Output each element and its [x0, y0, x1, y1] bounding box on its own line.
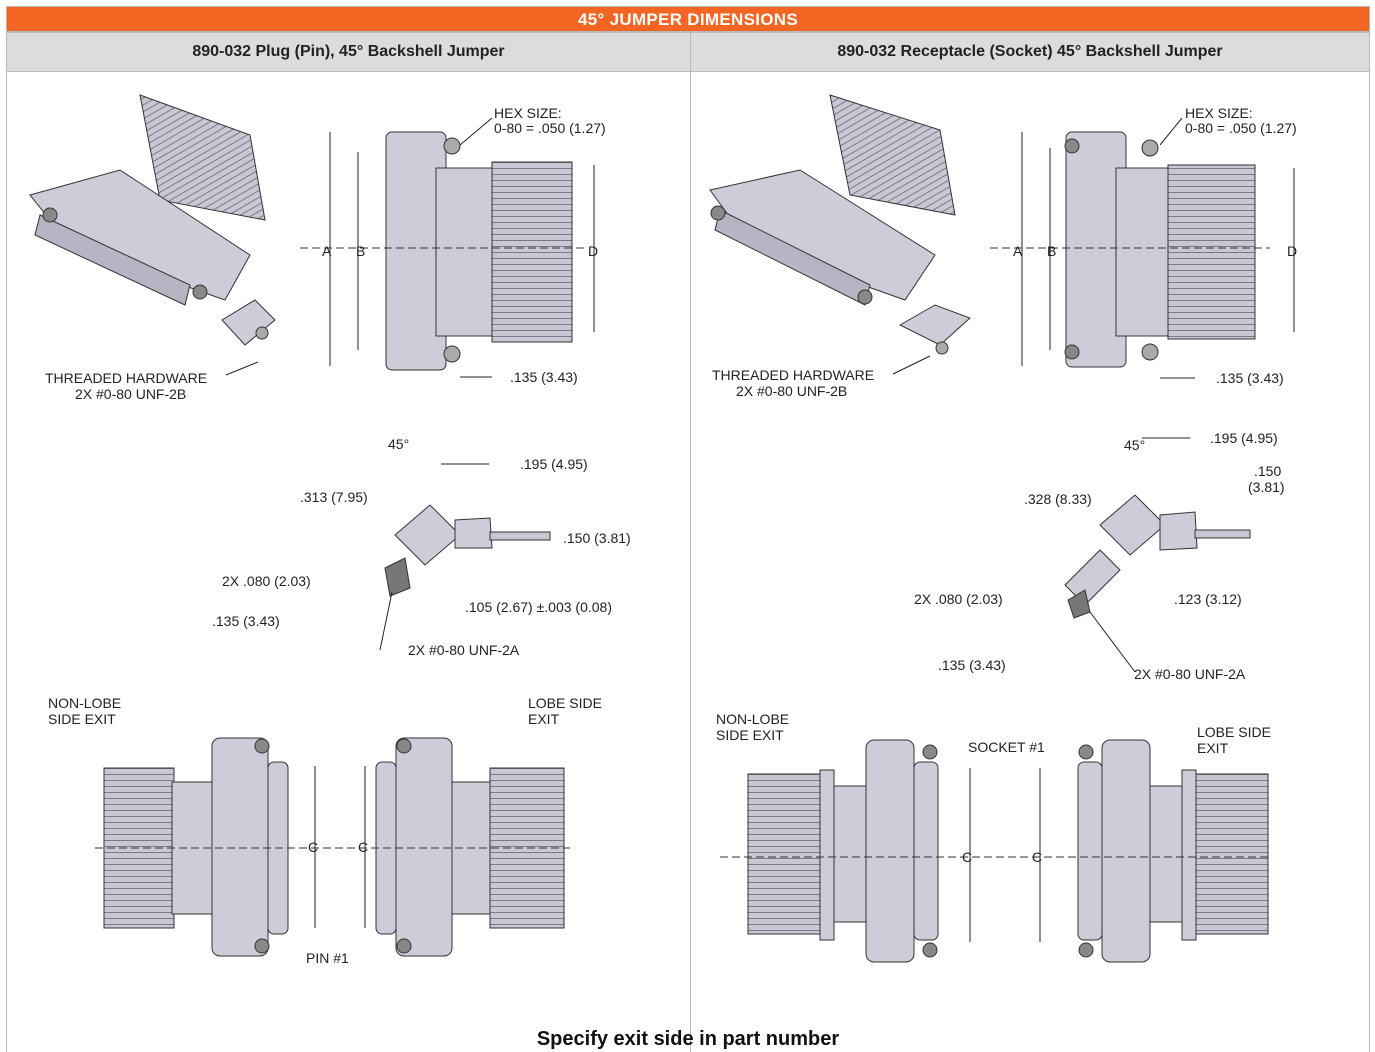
- right-thread-2a: 2X #0-80 UNF-2A: [1134, 666, 1246, 682]
- left-front-view: [300, 131, 585, 371]
- right-column-heading: 890-032 Receptacle (Socket) 45° Backshel…: [690, 32, 1370, 72]
- left-dim-b: B: [356, 243, 365, 259]
- right-dim-150a: .150: [1254, 463, 1281, 479]
- footer-note: Specify exit side in part number: [536, 1028, 840, 1050]
- left-dim-c2: C: [358, 839, 368, 855]
- right-dim-d: D: [1287, 243, 1297, 259]
- right-thread-2a-leader: [1089, 611, 1136, 673]
- left-hex-size-value: 0-80 = .050 (1.27): [494, 120, 606, 136]
- left-dim-a: A: [322, 243, 332, 259]
- left-side-view: [384, 504, 551, 597]
- right-angle-label: 45°: [1124, 437, 1145, 453]
- right-bottom-views: [720, 739, 1270, 963]
- left-threaded-hw-label-1: THREADED HARDWARE: [45, 370, 207, 386]
- left-non-lobe-1: NON-LOBE: [48, 695, 121, 711]
- right-dim-c2: C: [1032, 849, 1042, 865]
- left-lobe-2: EXIT: [528, 711, 560, 727]
- left-dim-d: D: [588, 243, 598, 259]
- left-non-lobe-2: SIDE EXIT: [48, 711, 116, 727]
- right-iso-connector: [709, 94, 971, 355]
- right-threaded-hw-label-1: THREADED HARDWARE: [712, 367, 874, 383]
- right-hex-size-label: HEX SIZE:: [1185, 105, 1253, 121]
- left-thread-2a: 2X #0-80 UNF-2A: [408, 642, 520, 658]
- right-side-view: [1064, 494, 1251, 619]
- right-front-view: [990, 131, 1270, 368]
- right-panel: [690, 72, 1370, 1052]
- left-iso-connector: [29, 94, 276, 346]
- left-dim-c1: C: [308, 839, 318, 855]
- left-thread-2a-leader: [379, 591, 393, 651]
- right-dim-135-top: .135 (3.43): [1216, 370, 1284, 386]
- right-socket1-label: SOCKET #1: [968, 739, 1045, 755]
- left-hex-size-label: HEX SIZE:: [494, 105, 562, 121]
- left-dim-313: .313 (7.95): [300, 489, 368, 505]
- left-dim-135-side: .135 (3.43): [212, 613, 280, 629]
- left-lobe-1: LOBE SIDE: [528, 695, 602, 711]
- right-threaded-hw-leader: [892, 355, 931, 375]
- right-lobe-2: EXIT: [1197, 740, 1229, 756]
- right-lobe-1: LOBE SIDE: [1197, 724, 1271, 740]
- left-bottom-views: [95, 737, 570, 957]
- left-dim-195: .195 (4.95): [520, 456, 588, 472]
- left-pin1-label: PIN #1: [306, 950, 349, 966]
- left-threaded-hw-label-2: 2X #0-80 UNF-2B: [75, 386, 186, 402]
- right-dim-150b: (3.81): [1248, 479, 1285, 495]
- left-angle-label: 45°: [388, 436, 409, 452]
- right-dim-b: B: [1047, 243, 1056, 259]
- left-column-heading: 890-032 Plug (Pin), 45° Backshell Jumper: [6, 32, 691, 72]
- right-dim-123: .123 (3.12): [1174, 591, 1242, 607]
- right-non-lobe-2: SIDE EXIT: [716, 727, 784, 743]
- right-dim-a: A: [1013, 243, 1023, 259]
- left-dim-150: .150 (3.81): [563, 530, 631, 546]
- left-dim-105: .105 (2.67) ±.003 (0.08): [465, 599, 612, 615]
- right-dim-135-side: .135 (3.43): [938, 657, 1006, 673]
- diagram-frame: 45° JUMPER DIMENSIONS 890-032 Plug (Pin)…: [6, 6, 1370, 1052]
- left-dim-080: 2X .080 (2.03): [222, 573, 311, 589]
- left-threaded-hw-leader: [225, 361, 259, 376]
- right-dim-195: .195 (4.95): [1210, 430, 1278, 446]
- right-hex-leader: [1159, 117, 1183, 146]
- right-dim-328: .328 (8.33): [1024, 491, 1092, 507]
- left-dim-135-top: .135 (3.43): [510, 369, 578, 385]
- left-hex-leader: [459, 117, 493, 146]
- right-hex-size-value: 0-80 = .050 (1.27): [1185, 120, 1297, 136]
- page-title: 45° JUMPER DIMENSIONS: [6, 6, 1370, 32]
- right-dim-c1: C: [962, 849, 972, 865]
- right-threaded-hw-label-2: 2X #0-80 UNF-2B: [736, 383, 847, 399]
- right-non-lobe-1: NON-LOBE: [716, 711, 789, 727]
- right-dim-080: 2X .080 (2.03): [914, 591, 1003, 607]
